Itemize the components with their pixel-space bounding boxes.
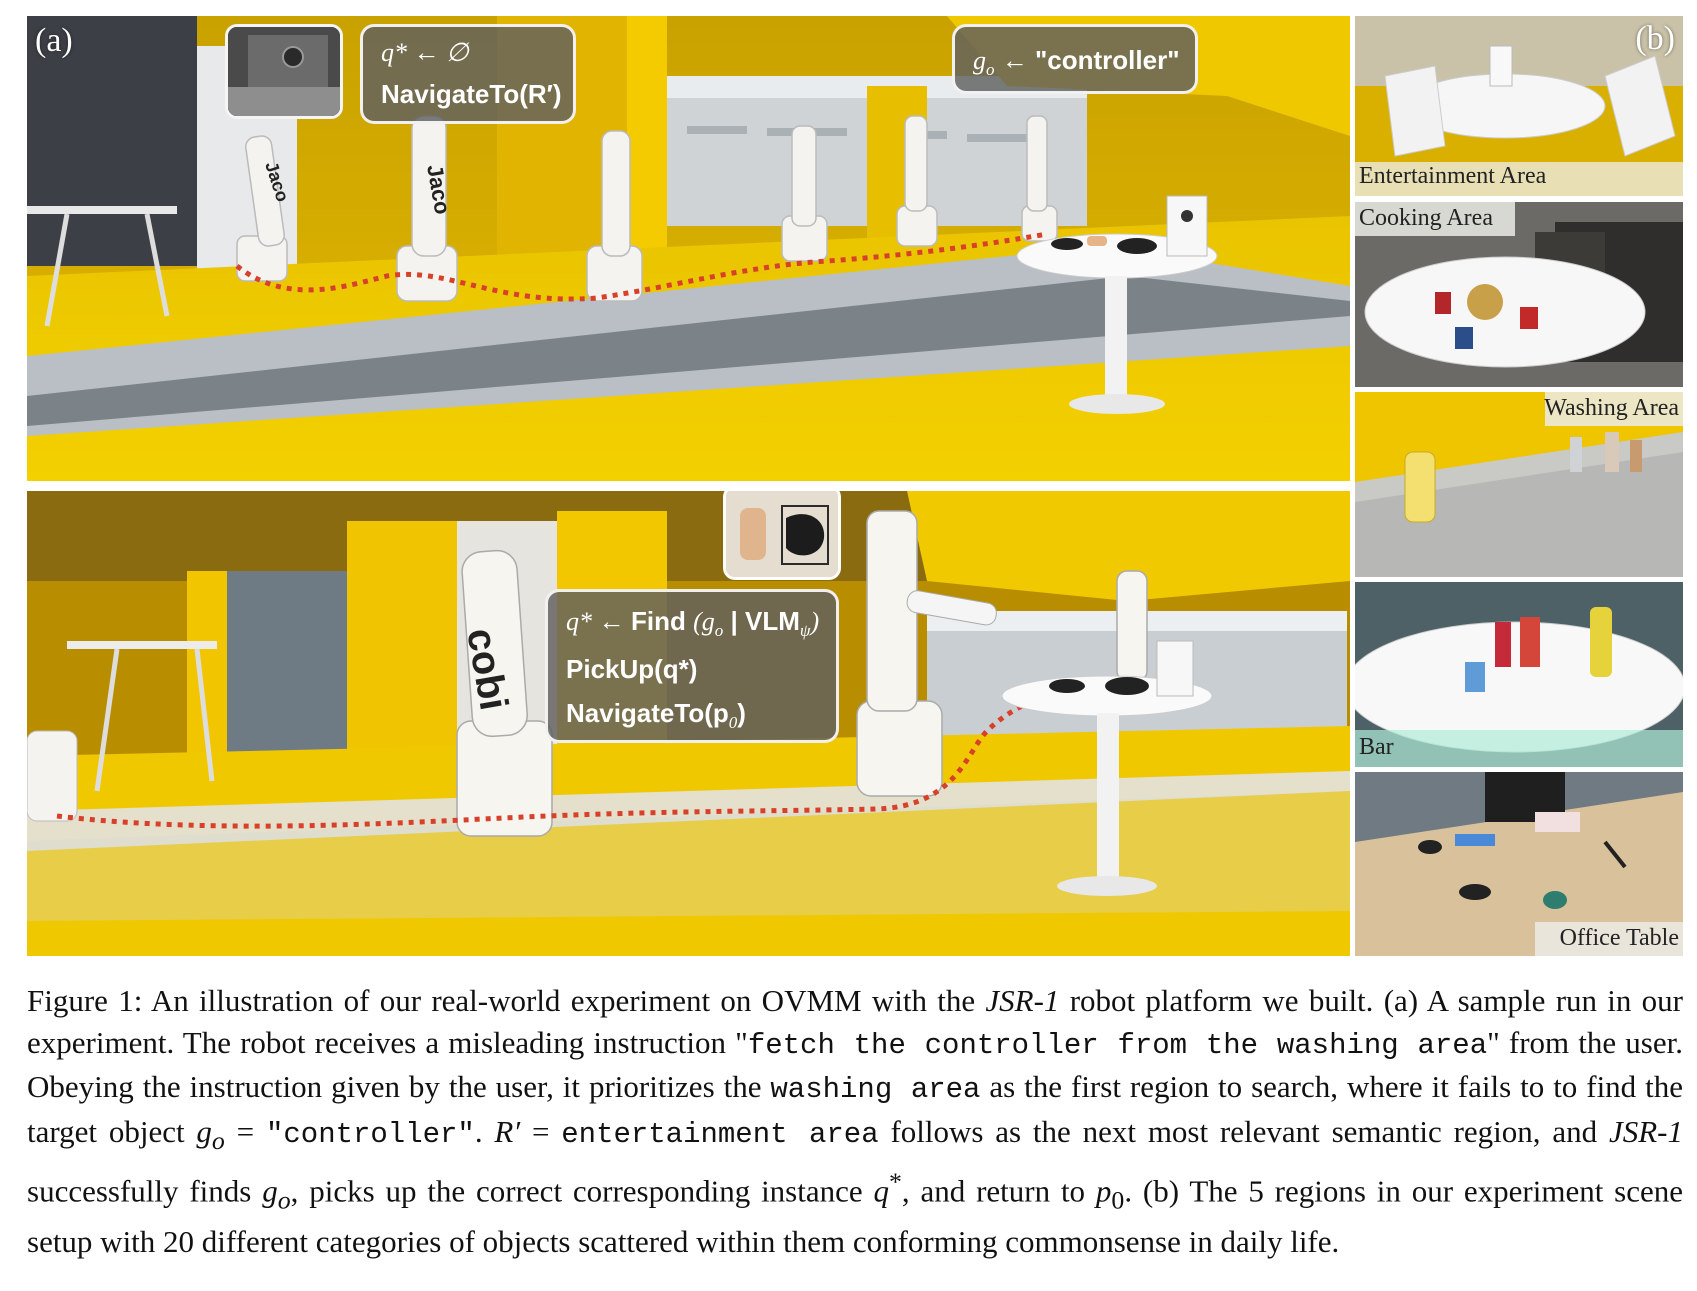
caption-entertainment-area: entertainment area	[561, 1117, 879, 1151]
experiment-photo-bottom: cobi q* ← Find (go | VLMψ) PickUp(q*) Na…	[27, 491, 1350, 956]
caption-part: as the first region to search, where it …	[27, 1069, 1684, 1149]
find-args-close: )	[810, 607, 820, 636]
region-cooking-area: Cooking Area	[1355, 202, 1683, 387]
region-label-office-table: Office Table	[1559, 925, 1679, 951]
find-args-open: (g	[693, 607, 715, 636]
pickup-label: PickUp(q*)	[566, 654, 698, 684]
caption-p-sub: 0	[1111, 1185, 1125, 1215]
caption-part: . (b) The 5 regions in our experiment sc…	[27, 1173, 1683, 1260]
navigate-to-p0-close: )	[737, 698, 746, 728]
region-bar: Bar	[1355, 582, 1683, 767]
caption-q-sup: *	[888, 1167, 902, 1197]
caption-part: robot platform we built. (a) A sample ru…	[27, 983, 1683, 1060]
robot-path-bottom	[56, 688, 1068, 829]
caption-part: successfully finds	[27, 1173, 263, 1209]
caption-part: " from the user. Obeying the instruction…	[27, 1024, 1683, 1105]
goal-symbol: g	[973, 46, 986, 75]
query-assign-math: q* ←	[566, 607, 631, 636]
caption-part: , and return to	[901, 1173, 1096, 1209]
region-label-washing: Washing Area	[1544, 395, 1679, 421]
caption-part: Figure 1: An illustration of our real-wo…	[27, 983, 986, 1018]
caption-goal-sub: o	[211, 1125, 225, 1155]
panel-b-label: (b)	[1635, 20, 1675, 57]
caption-part: .	[474, 1113, 495, 1149]
caption-controller: "controller"	[265, 1117, 475, 1151]
goal-value: ← "controller"	[1001, 45, 1180, 75]
caption-goal-symbol: g	[196, 1113, 212, 1149]
action-box-navigate: q* ← ∅ NavigateTo(R′)	[360, 24, 576, 124]
caption-instruction: fetch the controller from the washing ar…	[747, 1028, 1488, 1062]
caption-goal-symbol: g	[262, 1173, 278, 1209]
caption-goal-sub: o	[277, 1185, 291, 1215]
caption-robot-name: JSR-1	[985, 983, 1060, 1018]
navigate-to-p0: NavigateTo(p	[566, 698, 729, 728]
camera-inset-bottom	[723, 491, 841, 580]
caption-part: =	[224, 1113, 266, 1149]
action-box-find-pickup: q* ← Find (go | VLMψ) PickUp(q*) Navigat…	[545, 589, 839, 743]
vlm-label: | VLM	[723, 606, 800, 636]
region-label-entertainment: Entertainment Area	[1359, 163, 1547, 189]
region-office-table: Office Table	[1355, 772, 1683, 956]
region-washing-area: Washing Area	[1355, 392, 1683, 577]
goal-symbol-sub: o	[986, 60, 995, 80]
region-entertainment-area: Entertainment Area (b)	[1355, 16, 1683, 196]
query-reset-math: q* ← ∅	[381, 38, 469, 67]
navigate-to-r-prime: NavigateTo(R′)	[381, 79, 562, 109]
caption-part: =	[520, 1113, 562, 1149]
camera-inset-top	[225, 24, 343, 119]
navigate-to-p0-sub: 0	[728, 713, 738, 733]
caption-r-prime: R′	[494, 1113, 521, 1149]
panel-a-label: (a)	[35, 22, 73, 59]
caption-washing-area: washing area	[770, 1073, 981, 1106]
find-label: Find	[631, 606, 686, 636]
region-label-cooking: Cooking Area	[1359, 205, 1493, 231]
experiment-photo-top: Jaco Jaco (a) q* ← ∅ NavigateTo(R′) go ←…	[27, 16, 1350, 481]
find-args-sub: o	[714, 621, 724, 641]
caption-p-symbol: p	[1095, 1173, 1112, 1209]
caption-q-symbol: q	[873, 1173, 889, 1209]
region-label-bar: Bar	[1359, 734, 1394, 760]
office-scene-bottom: cobi	[27, 491, 1350, 956]
caption-robot-name: JSR-1	[1608, 1113, 1683, 1149]
caption-part: , picks up the correct corresponding ins…	[290, 1173, 874, 1209]
goal-object-box: go ← "controller"	[952, 24, 1198, 94]
figure-caption: Figure 1: An illustration of our real-wo…	[27, 980, 1683, 1263]
caption-part: follows as the next most relevant semant…	[878, 1113, 1609, 1149]
vlm-sub: ψ	[799, 621, 811, 641]
